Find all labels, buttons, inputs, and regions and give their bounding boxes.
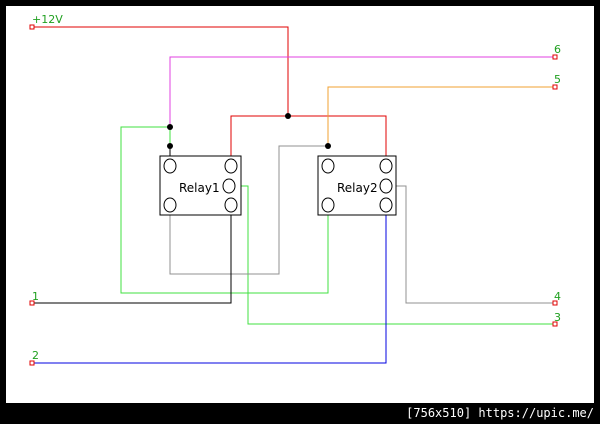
- image-footer: [756x510] https://upic.me/: [0, 403, 600, 424]
- wire-t2: [32, 205, 387, 364]
- relay2: Relay2: [317, 155, 397, 216]
- terminal-marker: [552, 84, 558, 90]
- relay1: Relay1: [159, 155, 242, 216]
- wire-red-bus: [230, 115, 387, 158]
- relay2-pin: [321, 158, 335, 174]
- wire-t4: [394, 185, 555, 304]
- wire-t5: [327, 86, 555, 146]
- terminal-label-plus12v: +12V: [32, 13, 63, 26]
- terminal-label-3: 3: [554, 311, 561, 324]
- diagram-canvas: Relay1 Relay2 +12V 6 5: [6, 6, 594, 403]
- junction-dot: [167, 124, 173, 130]
- relay2-label: Relay2: [337, 181, 378, 195]
- terminal-marker: [552, 300, 558, 306]
- relay1-pin: [163, 197, 177, 213]
- wiring-diagram: Relay1 Relay2 +12V 6 5: [29, 13, 561, 366]
- terminal-marker: [29, 360, 35, 366]
- terminal-label-6: 6: [554, 43, 561, 56]
- relay1-pin: [224, 197, 238, 213]
- junction-dot: [167, 143, 173, 149]
- terminal-marker: [29, 24, 35, 30]
- relay1-pin: [163, 158, 177, 174]
- terminal-label-5: 5: [554, 73, 561, 86]
- wire-t3: [236, 185, 555, 325]
- wire-t6: [169, 56, 555, 127]
- wire-t1: [32, 205, 232, 304]
- wire-green-loop: [120, 126, 329, 294]
- relay2-pin: [321, 197, 335, 213]
- wire-plus12v: [32, 26, 289, 116]
- terminal-label-1: 1: [32, 290, 39, 303]
- terminal-label-4: 4: [554, 290, 561, 303]
- wire-gray-link: [169, 145, 328, 275]
- footer-caption: [756x510] https://upic.me/: [406, 406, 594, 420]
- terminal-marker: [29, 300, 35, 306]
- relay1-pin: [222, 178, 236, 194]
- terminal-marker: [552, 54, 558, 60]
- relay2-pin: [379, 178, 393, 194]
- junction-dot: [325, 143, 331, 149]
- relay1-label: Relay1: [179, 181, 220, 195]
- relay2-pin: [379, 197, 393, 213]
- relay1-pin: [224, 158, 238, 174]
- relay2-pin: [379, 158, 393, 174]
- terminal-label-2: 2: [32, 349, 39, 362]
- terminal-marker: [552, 321, 558, 327]
- junction-dot: [285, 113, 291, 119]
